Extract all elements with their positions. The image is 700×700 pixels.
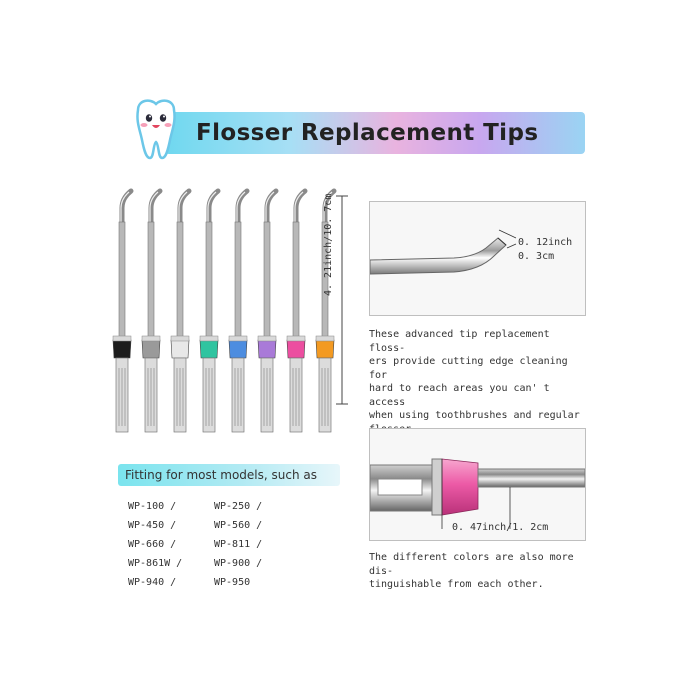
- page-title: Flosser Replacement Tips: [196, 120, 539, 146]
- flosser-tip: [228, 188, 250, 433]
- flosser-tip: [170, 188, 192, 433]
- model-item: WP-660 /: [128, 539, 177, 550]
- tip-diameter-inch: 0. 12inch: [518, 237, 573, 248]
- colors-description: The different colors are also more dis- …: [369, 552, 574, 590]
- flosser-tip: [112, 188, 134, 433]
- collar-detail-panel: 0. 47inch/1. 2cm: [369, 428, 586, 541]
- model-row: WP-940 / WP-950: [128, 573, 358, 592]
- tip-end-detail-panel: 0. 12inch 0. 3cm: [369, 201, 586, 316]
- tip-description: These advanced tip replacement floss- er…: [369, 329, 580, 435]
- model-item: WP-940 /: [128, 577, 177, 588]
- flosser-tip: [315, 188, 337, 433]
- tip-end-closeup: [370, 229, 517, 275]
- tip-diameter-cm: 0. 3cm: [518, 251, 555, 262]
- flosser-tip: [141, 188, 163, 433]
- collar-length-label: 0. 47inch/1. 2cm: [452, 522, 549, 533]
- fitting-title: Fitting for most models, such as: [125, 468, 317, 482]
- model-row: WP-100 / WP-250 /: [128, 497, 358, 516]
- title-banner: [165, 112, 585, 154]
- flosser-tip: [257, 188, 279, 433]
- model-item: WP-950: [214, 577, 251, 588]
- model-row: WP-861W / WP-900 /: [128, 554, 358, 573]
- model-item: WP-250 /: [214, 501, 263, 512]
- model-item: WP-100 /: [128, 501, 177, 512]
- fitting-banner: [118, 464, 340, 486]
- model-item: WP-900 /: [214, 558, 263, 569]
- collar-closeup: [370, 458, 585, 529]
- model-item: WP-811 /: [214, 539, 263, 550]
- model-item: WP-450 /: [128, 520, 177, 531]
- tooth-mascot-icon: [136, 99, 176, 160]
- model-item: WP-560 /: [214, 520, 263, 531]
- tips-illustration: [112, 188, 348, 433]
- tip-length-label: 4. 21inch/10. 7cm: [323, 193, 334, 296]
- model-row: WP-660 / WP-811 /: [128, 535, 358, 554]
- model-list: WP-100 / WP-250 / WP-450 / WP-560 / WP-660…: [128, 497, 358, 592]
- flosser-tip: [286, 188, 308, 433]
- flosser-tip: [199, 188, 221, 433]
- model-row: WP-450 / WP-560 /: [128, 516, 358, 535]
- model-item: WP-861W /: [128, 558, 183, 569]
